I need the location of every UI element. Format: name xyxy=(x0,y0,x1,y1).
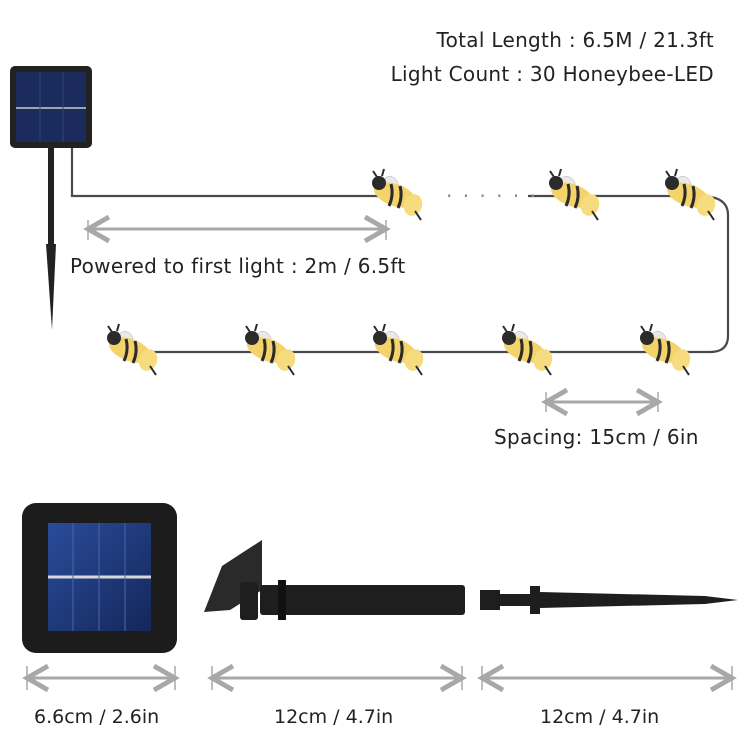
large-solar-panel xyxy=(22,503,177,653)
bee-light-icon xyxy=(546,167,604,222)
upper-stake-dimension-label: 12cm / 4.7in xyxy=(274,706,394,728)
light-count-label: Light Count : 30 Honeybee-LED xyxy=(390,62,714,86)
total-length-label: Total Length : 6.5M / 21.3ft xyxy=(436,28,714,52)
bee-light-icon xyxy=(370,322,428,377)
small-solar-panel xyxy=(10,66,92,330)
upper-stake xyxy=(204,540,465,620)
powered-to-first-light-label: Powered to first light : 2m / 6.5ft xyxy=(70,254,406,278)
bee-light-icon xyxy=(637,322,695,377)
bee-light-icon xyxy=(662,167,720,222)
bee-light-icon xyxy=(369,167,427,222)
bee-light-icon xyxy=(242,322,300,377)
light-wire xyxy=(70,148,388,198)
spacing-label: Spacing: 15cm / 6in xyxy=(494,425,699,449)
bee-light-icon xyxy=(104,322,162,377)
more-bees-ellipsis: · · · · · · xyxy=(446,184,538,208)
bee-light-icon xyxy=(499,322,557,377)
lower-stake-dimension-label: 12cm / 4.7in xyxy=(540,706,660,728)
lower-stake xyxy=(480,586,738,614)
panel-dimension-label: 6.6cm / 2.6in xyxy=(34,706,160,728)
